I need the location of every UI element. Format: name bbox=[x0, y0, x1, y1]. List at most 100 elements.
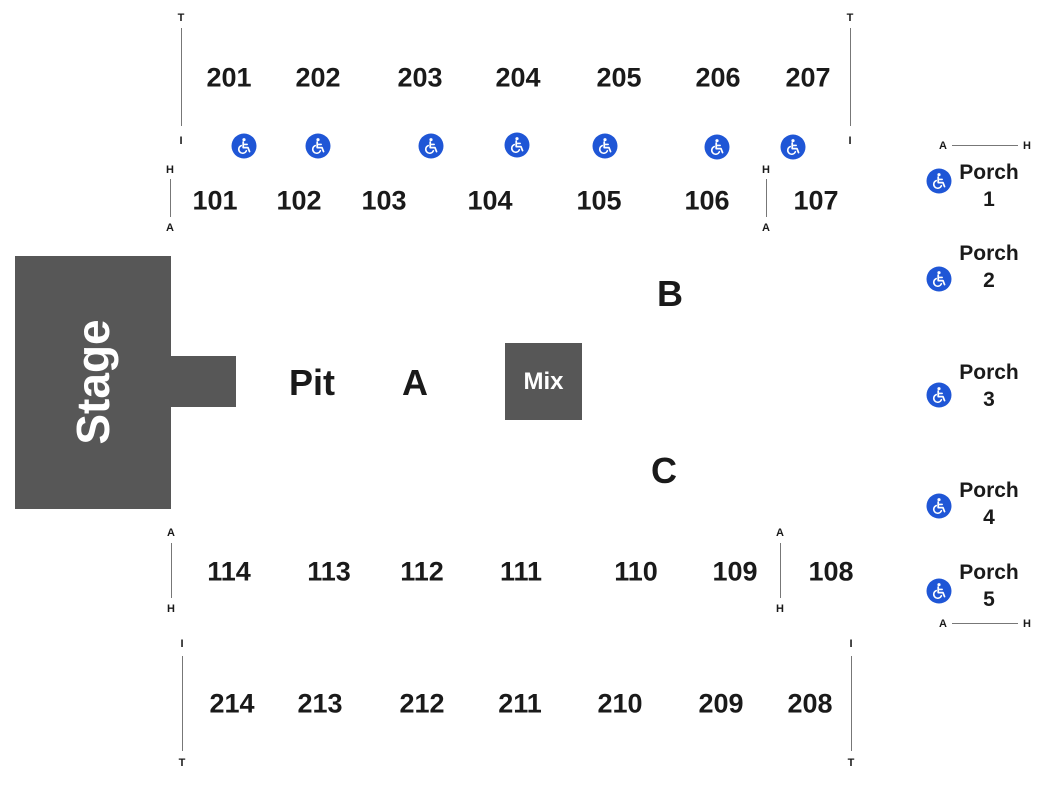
section-105[interactable]: 105 bbox=[576, 185, 622, 216]
row-label-a: A bbox=[166, 222, 174, 234]
porch-5[interactable]: Porch 5 bbox=[934, 559, 1044, 613]
section-103[interactable]: 103 bbox=[361, 185, 407, 216]
row-range-line bbox=[952, 145, 1018, 146]
wheelchair-icon bbox=[926, 168, 952, 194]
section-206[interactable]: 206 bbox=[695, 62, 741, 93]
row-range-line bbox=[170, 179, 171, 217]
row-label-t: T bbox=[177, 12, 185, 24]
row-label-a: A bbox=[776, 527, 784, 539]
row-label-h: H bbox=[1023, 140, 1031, 152]
wheelchair-icon-glyph bbox=[932, 498, 946, 515]
wheelchair-icon-glyph bbox=[710, 139, 724, 156]
row-range-line bbox=[851, 656, 852, 751]
section-113[interactable]: 113 bbox=[307, 556, 351, 587]
section-213[interactable]: 213 bbox=[297, 688, 343, 719]
row-label-i: I bbox=[179, 135, 183, 147]
porch-label: Porch bbox=[959, 242, 1019, 265]
porch-2[interactable]: Porch 2 bbox=[934, 240, 1044, 294]
row-label-i: I bbox=[180, 638, 184, 650]
porch-label: Porch bbox=[959, 161, 1019, 184]
row-label-a: A bbox=[939, 140, 947, 152]
wheelchair-icon bbox=[704, 134, 730, 160]
wheelchair-icon-glyph bbox=[786, 139, 800, 156]
row-range-line bbox=[850, 28, 851, 126]
section-202[interactable]: 202 bbox=[295, 62, 341, 93]
row-range-line bbox=[182, 656, 183, 751]
porch-1[interactable]: Porch 1 bbox=[934, 159, 1044, 213]
stage-thrust bbox=[170, 356, 236, 407]
floor-section-c[interactable]: C bbox=[651, 450, 677, 491]
wheelchair-icon bbox=[592, 133, 618, 159]
section-208[interactable]: 208 bbox=[787, 688, 833, 719]
wheelchair-icon bbox=[504, 132, 530, 158]
wheelchair-icon bbox=[780, 134, 806, 160]
row-label-t: T bbox=[178, 757, 186, 769]
wheelchair-icon-glyph bbox=[932, 387, 946, 404]
section-209[interactable]: 209 bbox=[698, 688, 744, 719]
wheelchair-icon bbox=[926, 266, 952, 292]
floor-pit[interactable]: Pit bbox=[288, 362, 336, 403]
wheelchair-icon bbox=[231, 133, 257, 159]
floor-section-b[interactable]: B bbox=[657, 273, 683, 314]
porch-label: Porch bbox=[959, 479, 1019, 502]
section-104[interactable]: 104 bbox=[467, 185, 513, 216]
wheelchair-icon bbox=[926, 382, 952, 408]
porch-label: Porch bbox=[959, 361, 1019, 384]
porch-3[interactable]: Porch 3 bbox=[934, 359, 1044, 413]
row-range-line bbox=[171, 543, 172, 598]
porch-number: 3 bbox=[983, 388, 995, 411]
section-108[interactable]: 108 bbox=[808, 556, 854, 587]
row-range-line bbox=[766, 179, 767, 217]
section-211[interactable]: 211 bbox=[498, 688, 542, 719]
wheelchair-icon-glyph bbox=[510, 137, 524, 154]
section-102[interactable]: 102 bbox=[276, 185, 322, 216]
row-range-line bbox=[181, 28, 182, 126]
section-205[interactable]: 205 bbox=[596, 62, 642, 93]
section-114[interactable]: 114 bbox=[207, 556, 251, 587]
row-label-a: A bbox=[939, 618, 947, 630]
row-label-h: H bbox=[776, 603, 784, 615]
porch-number: 5 bbox=[983, 588, 995, 611]
row-label-i: I bbox=[849, 638, 853, 650]
section-214[interactable]: 214 bbox=[209, 688, 255, 719]
wheelchair-icon-glyph bbox=[424, 138, 438, 155]
mix-position: Mix bbox=[505, 343, 582, 420]
wheelchair-icon-glyph bbox=[932, 583, 946, 600]
wheelchair-icon bbox=[305, 133, 331, 159]
section-204[interactable]: 204 bbox=[495, 62, 541, 93]
row-label-h: H bbox=[762, 164, 770, 176]
wheelchair-icon bbox=[926, 578, 952, 604]
section-110[interactable]: 110 bbox=[614, 556, 658, 587]
porch-number: 1 bbox=[983, 188, 995, 211]
wheelchair-icon-glyph bbox=[598, 138, 612, 155]
row-label-t: T bbox=[846, 12, 854, 24]
porch-4[interactable]: Porch 4 bbox=[934, 477, 1044, 531]
section-106[interactable]: 106 bbox=[684, 185, 730, 216]
section-203[interactable]: 203 bbox=[397, 62, 443, 93]
section-111[interactable]: 111 bbox=[499, 556, 543, 587]
section-112[interactable]: 112 bbox=[400, 556, 444, 587]
row-label-a: A bbox=[762, 222, 770, 234]
section-109[interactable]: 109 bbox=[712, 556, 758, 587]
stage-label: Stage bbox=[67, 319, 119, 445]
section-210[interactable]: 210 bbox=[597, 688, 643, 719]
row-label-a: A bbox=[167, 527, 175, 539]
section-201[interactable]: 201 bbox=[206, 62, 252, 93]
wheelchair-icon-glyph bbox=[237, 138, 251, 155]
stage-block bbox=[15, 256, 171, 509]
section-212[interactable]: 212 bbox=[399, 688, 445, 719]
wheelchair-icon-glyph bbox=[311, 138, 325, 155]
wheelchair-icon-glyph bbox=[932, 173, 946, 190]
porch-number: 2 bbox=[983, 269, 995, 292]
floor-section-a[interactable]: A bbox=[402, 362, 428, 403]
row-label-i: I bbox=[848, 135, 852, 147]
mix-label: Mix bbox=[523, 367, 564, 395]
wheelchair-icon bbox=[418, 133, 444, 159]
row-range-line bbox=[952, 623, 1018, 624]
row-label-h: H bbox=[1023, 618, 1031, 630]
row-label-h: H bbox=[166, 164, 174, 176]
section-101[interactable]: 101 bbox=[192, 185, 238, 216]
porch-number: 4 bbox=[983, 506, 995, 529]
section-107[interactable]: 107 bbox=[793, 185, 839, 216]
section-207[interactable]: 207 bbox=[785, 62, 831, 93]
